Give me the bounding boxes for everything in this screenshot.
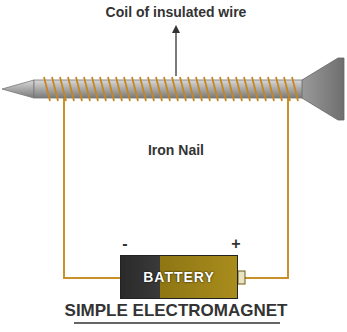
coil-turn [228,77,234,101]
arrow-head [172,25,180,33]
coil-turn [284,77,290,101]
coil-turn [116,77,122,101]
coil-turn [68,77,74,101]
battery-label: BATTERY [143,269,215,285]
coil-turn [172,77,178,101]
terminal-sign: + [231,235,240,253]
coil-turn [236,77,242,101]
coil-turn [196,77,202,101]
coil-label: Coil of insulated wire [106,4,247,20]
coil-turn [52,77,58,101]
coil-turn [60,77,66,101]
battery-body: BATTERY [120,255,238,299]
coil-turn [164,77,170,101]
terminal-sign: - [122,235,127,253]
coil-turn [212,77,218,101]
caption-underline [74,322,280,324]
coil-windings [44,77,298,101]
battery-terminal [238,271,245,284]
coil-turn [268,77,274,101]
coil-turn [156,77,162,101]
coil-turn [140,77,146,101]
coil-turn [244,77,250,101]
coil-turn [220,77,226,101]
coil-turn [124,77,130,101]
coil-turn [252,77,258,101]
coil-turn [260,77,266,101]
wire [244,98,288,278]
caption: SIMPLE ELECTROMAGNET [65,301,288,321]
coil-turn [92,77,98,101]
coil-turn [276,77,282,101]
nail-head [302,58,344,120]
coil-turn [76,77,82,101]
coil-turn [44,77,50,101]
leader-arrow [175,30,176,76]
coil-turn [188,77,194,101]
coil-turn [84,77,90,101]
coil-turn [108,77,114,101]
coil-turn [148,77,154,101]
coil-turn [292,77,298,101]
coil-turn [204,77,210,101]
wire [64,98,120,278]
coil-turn [100,77,106,101]
coil-turn [132,77,138,101]
coil-turn [180,77,186,101]
nail-tip [2,80,34,98]
part-label: Iron Nail [148,142,204,158]
